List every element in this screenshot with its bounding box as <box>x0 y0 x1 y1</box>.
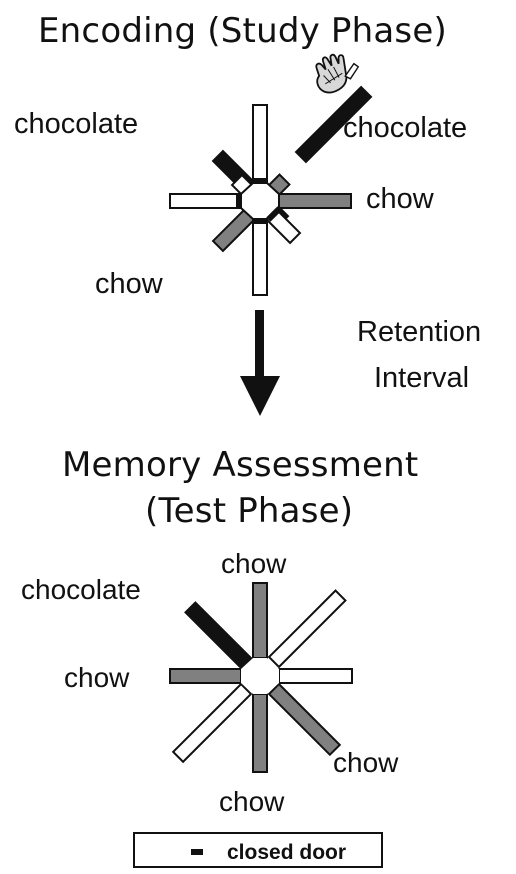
retention-line1: Retention <box>357 316 482 348</box>
legend-box: closed door <box>133 832 383 868</box>
study-door-n <box>252 178 268 184</box>
test-hub <box>241 658 279 694</box>
test-phase-title-line1: Memory Assessment <box>62 445 419 485</box>
test-arm-ne <box>267 589 347 669</box>
test-label-n: chow <box>221 548 287 579</box>
study-phase-title: Encoding (Study Phase) <box>38 11 447 51</box>
test-arm-s <box>252 693 268 773</box>
test-arm-sw <box>171 682 253 764</box>
arrow-head <box>240 376 280 416</box>
study-door-w <box>236 193 242 209</box>
study-label-sw: chow <box>95 268 163 300</box>
study-closed-doors <box>236 178 282 224</box>
study-maze <box>169 85 373 296</box>
test-arm-e <box>278 668 353 684</box>
study-label-e: chow <box>366 183 434 215</box>
test-label-se: chow <box>333 747 399 778</box>
study-arm-e <box>278 193 352 209</box>
test-label-s: chow <box>219 786 285 817</box>
test-arm-w <box>169 668 242 684</box>
study-door-se <box>266 206 282 222</box>
retention-arrow <box>240 310 280 416</box>
study-label-ne: chocolate <box>343 112 468 144</box>
retention-line2: Interval <box>374 362 470 394</box>
test-label-nw: chocolate <box>21 574 141 605</box>
test-arm-nw <box>184 601 254 671</box>
study-label-nw: chocolate <box>14 108 139 140</box>
test-maze <box>169 582 353 773</box>
closed-door-swatch <box>191 849 203 855</box>
arrow-shaft <box>255 310 264 382</box>
study-arm-w <box>169 193 242 209</box>
hand-icon <box>315 53 360 94</box>
test-phase-title-line2: (Test Phase) <box>145 491 354 531</box>
study-arm-ne <box>294 85 373 164</box>
study-door-s <box>252 218 268 224</box>
test-arm-se <box>267 682 342 757</box>
test-arm-n <box>252 582 268 659</box>
study-arm-s <box>252 217 268 296</box>
test-label-w: chow <box>64 662 130 693</box>
study-arm-n <box>252 104 268 183</box>
legend-label: closed door <box>227 841 347 864</box>
